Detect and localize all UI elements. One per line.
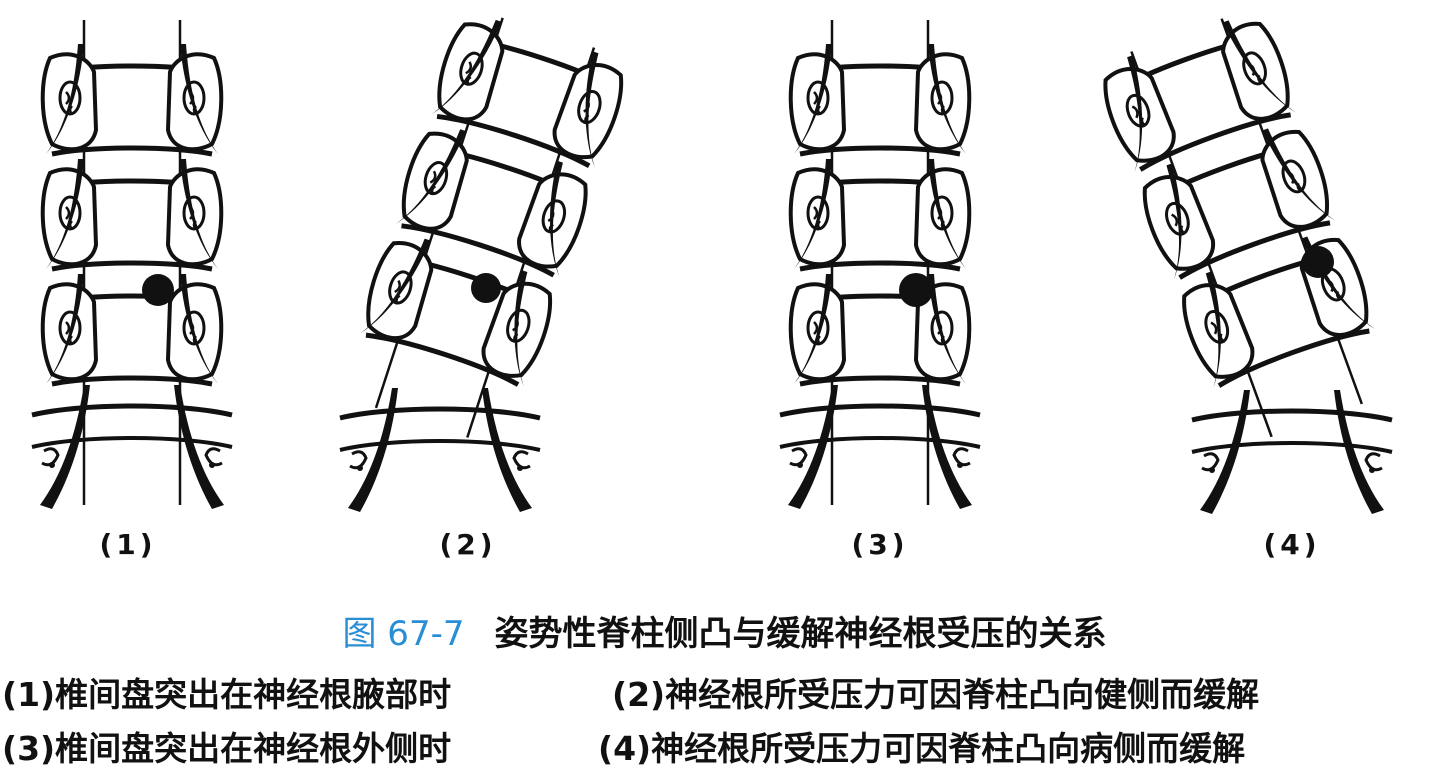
herniated-disc — [899, 273, 933, 307]
herniated-disc — [1302, 246, 1334, 278]
figure-title: 姿势性脊柱侧凸与缓解神经根受压的关系 — [494, 614, 1107, 654]
spine-figure — [0, 0, 1449, 600]
legend-item-4: (4)神经根所受压力可因脊柱凸向病侧而缓解 — [598, 729, 1246, 768]
panel-3-diagram — [780, 20, 980, 509]
panel-4-diagram — [1093, 5, 1401, 514]
herniated-disc — [471, 273, 501, 303]
panel-2-diagram — [337, 5, 633, 512]
panel-3-label: (3) — [851, 528, 909, 561]
figure-caption: 图 67-7 姿势性脊柱侧凸与缓解神经根受压的关系 — [0, 606, 1449, 655]
panel-4-label: (4) — [1263, 528, 1321, 561]
legend-item-2: (2)神经根所受压力可因脊柱凸向健侧而缓解 — [612, 675, 1260, 714]
panel-2-label: (2) — [439, 528, 497, 561]
legend-item-1: (1)椎间盘突出在神经根腋部时 — [2, 675, 452, 714]
legend-row-2: (3)椎间盘突出在神经根外侧时 (4)神经根所受压力可因脊柱凸向病侧而缓解 — [2, 722, 1245, 770]
legend-row-1: (1)椎间盘突出在神经根腋部时 (2)神经根所受压力可因脊柱凸向健侧而缓解 — [2, 668, 1259, 716]
figure-number: 图 67-7 — [342, 614, 465, 654]
legend-item-3: (3)椎间盘突出在神经根外侧时 — [2, 729, 452, 768]
panel-1-diagram — [32, 20, 232, 509]
panel-1-label: (1) — [99, 528, 157, 561]
herniated-disc — [142, 274, 174, 306]
